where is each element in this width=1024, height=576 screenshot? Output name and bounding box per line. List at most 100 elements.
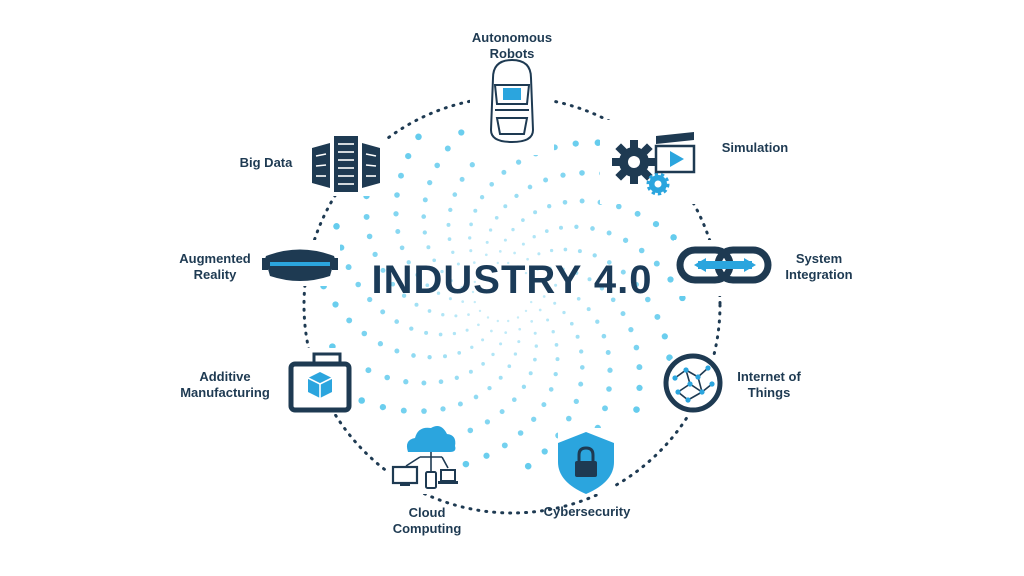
spiral-dot: [652, 220, 660, 228]
spiral-dot: [667, 276, 674, 283]
spiral-dot: [440, 406, 446, 412]
spiral-dot: [578, 381, 584, 387]
spiral-dot: [406, 260, 411, 265]
spiral-dot: [458, 129, 465, 136]
spiral-dot: [481, 362, 485, 366]
spiral-dot: [634, 210, 641, 217]
spiral-dot: [411, 353, 416, 358]
spiral-dot: [524, 462, 532, 470]
spiral-dot: [461, 300, 465, 303]
spiral-dot: [559, 225, 563, 230]
spiral-dot: [494, 215, 499, 220]
spiral-dot: [496, 261, 499, 265]
spiral-dot: [507, 319, 510, 323]
spiral-dot: [400, 407, 407, 414]
spiral-dot: [602, 405, 608, 412]
spiral-dot: [409, 326, 414, 331]
spiral-dot: [488, 228, 493, 232]
spiral-dot: [549, 248, 554, 253]
spiral-dot: [526, 257, 529, 261]
spiral-dot: [395, 229, 401, 234]
spiral-dot: [595, 319, 600, 324]
spiral-dot: [534, 344, 538, 348]
spiral-dot: [636, 384, 643, 392]
spiral-dot: [541, 402, 547, 408]
spiral-dot: [524, 309, 528, 313]
spiral-dot: [562, 310, 566, 315]
ar-headset-icon: [260, 240, 340, 286]
spiral-dot: [628, 326, 634, 333]
spiral-dot: [562, 199, 568, 205]
spiral-dot: [518, 327, 522, 331]
spiral-dot: [514, 193, 519, 199]
spiral-dot: [484, 419, 491, 425]
spiral-dot: [554, 343, 559, 347]
spiral-dot: [516, 316, 520, 319]
spiral-dot: [380, 267, 386, 273]
spiral-dot: [432, 258, 437, 263]
spiral-dot: [394, 319, 400, 324]
spiral-dot: [471, 290, 475, 294]
spiral-dot: [372, 251, 378, 258]
spiral-dot: [666, 354, 673, 361]
spiral-dot: [499, 409, 505, 415]
spiral-dot: [444, 145, 451, 152]
spiral-dot: [448, 297, 452, 301]
label-cloud-computing: Cloud Computing: [392, 505, 462, 536]
spiral-dot: [467, 427, 474, 434]
spiral-dot: [415, 133, 422, 141]
spiral-dot: [531, 416, 537, 422]
spiral-dot: [421, 380, 427, 386]
spiral-dot: [563, 247, 568, 252]
spiral-dot: [521, 384, 527, 389]
spiral-dot: [454, 314, 458, 318]
spiral-dot: [456, 262, 460, 266]
spiral-dot: [465, 328, 469, 332]
spiral-dot: [569, 321, 574, 326]
spiral-dot: [490, 329, 493, 333]
spiral-dot: [533, 210, 538, 215]
spiral-dot: [573, 398, 579, 405]
spiral-dot: [415, 272, 420, 277]
spiral-dot: [403, 379, 409, 385]
spiral-dot: [451, 250, 455, 254]
spiral-dot: [601, 333, 607, 339]
spiral-dot: [467, 313, 470, 316]
spiral-dot: [561, 267, 565, 271]
spiral-dot: [605, 350, 611, 355]
diagram-title: INDUSTRY 4.0: [371, 258, 653, 302]
spiral-dot: [486, 265, 490, 268]
spiral-dot: [421, 214, 427, 219]
spiral-dot: [586, 307, 591, 312]
spiral-dot: [477, 323, 480, 327]
spiral-dot: [654, 313, 661, 320]
label-internet-of-things: Internet of Things: [737, 369, 801, 400]
spiral-dot: [473, 280, 476, 284]
spiral-dot: [333, 223, 340, 230]
spiral-dot: [443, 354, 447, 359]
spiral-dot: [555, 357, 560, 362]
spiral-dot: [521, 218, 525, 222]
spiral-dot: [422, 197, 428, 203]
spiral-dot: [484, 253, 488, 257]
spiral-dot: [401, 293, 407, 298]
spiral-dot: [579, 365, 585, 370]
spiral-dot: [457, 351, 462, 355]
spiral-dot: [633, 406, 640, 413]
spiral-dot: [606, 230, 612, 236]
spiral-dot: [380, 309, 386, 315]
spiral-dot: [452, 331, 457, 336]
spiral-dot: [365, 367, 372, 374]
spiral-dot: [469, 222, 473, 227]
spiral-dot: [501, 442, 508, 449]
shield-lock-icon: [558, 428, 614, 494]
spiral-dot: [427, 179, 433, 186]
label-augmented-reality: Augmented Reality: [179, 251, 251, 282]
label-additive-manufacturing: Additive Manufacturing: [180, 369, 270, 400]
network-globe-icon: [661, 351, 725, 415]
spiral-dot: [528, 371, 533, 376]
spiral-dot: [530, 280, 533, 284]
spiral-dot: [565, 289, 570, 293]
spiral-dot: [459, 176, 465, 182]
